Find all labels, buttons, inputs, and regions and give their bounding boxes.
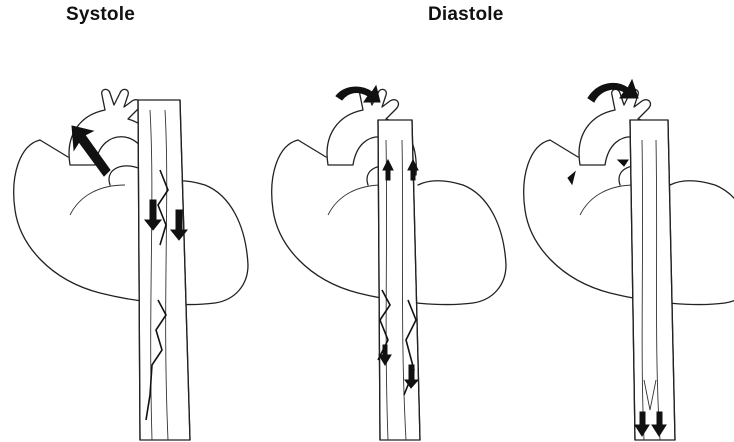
- diastole-curved-arrow-icon: [336, 86, 380, 102]
- diastole-arrow-small-icon: [618, 160, 628, 166]
- diastole-arrow-small-icon: [568, 172, 575, 184]
- systole-heart: [14, 89, 248, 440]
- diastole-heart-right: [524, 80, 734, 440]
- diastole-heart-middle: [272, 86, 506, 440]
